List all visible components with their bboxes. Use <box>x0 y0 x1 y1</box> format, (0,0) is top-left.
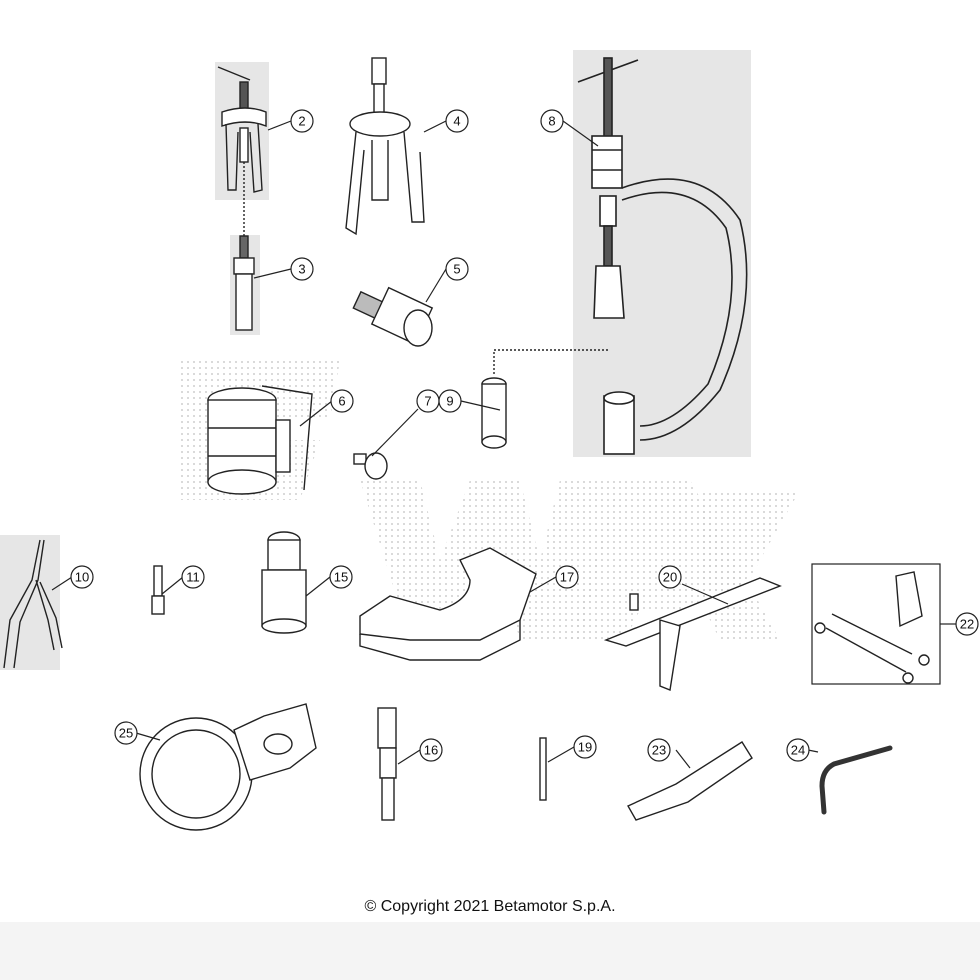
holder-20 <box>603 577 782 691</box>
footer-band <box>0 922 980 980</box>
svg-text:3: 3 <box>298 262 305 277</box>
callout-22: 22 <box>955 612 979 636</box>
svg-text:19: 19 <box>578 740 592 755</box>
callout-5: 5 <box>445 257 469 281</box>
backdrop-10 <box>0 535 60 670</box>
pin-11 <box>151 565 165 615</box>
callout-10: 10 <box>70 565 94 589</box>
svg-text:16: 16 <box>424 743 438 758</box>
callout-8: 8 <box>540 109 564 133</box>
puller-4 <box>345 57 425 236</box>
callout-23: 23 <box>647 738 671 762</box>
hex-key-24 <box>819 745 893 815</box>
callout-4: 4 <box>445 109 469 133</box>
kit-box-22 <box>811 563 941 685</box>
backdrop-8 <box>573 50 751 457</box>
kit-22 <box>814 571 930 684</box>
svg-text:20: 20 <box>663 570 677 585</box>
tool-16 <box>377 707 397 821</box>
callout-9: 9 <box>438 389 462 413</box>
svg-text:25: 25 <box>119 726 133 741</box>
plate-17 <box>359 547 537 661</box>
pin-7 <box>353 452 388 480</box>
ring-compressor-6 <box>207 385 313 495</box>
callout-19: 19 <box>573 735 597 759</box>
svg-text:8: 8 <box>548 114 555 129</box>
svg-text:7: 7 <box>424 394 431 409</box>
copyright-text: © Copyright 2021 Betamotor S.p.A. <box>364 898 616 915</box>
callout-11: 11 <box>181 565 205 589</box>
svg-text:10: 10 <box>75 570 89 585</box>
callout-25: 25 <box>114 721 138 745</box>
svg-text:4: 4 <box>453 114 460 129</box>
valve-spring-compressor-8 <box>577 57 748 455</box>
svg-text:22: 22 <box>960 617 974 632</box>
callout-20: 20 <box>658 565 682 589</box>
callout-24: 24 <box>786 738 810 762</box>
socket-15 <box>261 531 307 634</box>
svg-text:6: 6 <box>338 394 345 409</box>
adapter-3 <box>233 235 255 331</box>
wrench-25 <box>139 703 317 831</box>
callout-17: 17 <box>555 565 579 589</box>
svg-text:9: 9 <box>446 394 453 409</box>
svg-text:15: 15 <box>334 570 348 585</box>
callout-6: 6 <box>330 389 354 413</box>
pin-19 <box>539 737 547 801</box>
socket-5 <box>352 286 434 347</box>
callout-3: 3 <box>290 257 314 281</box>
leader-lines <box>51 120 956 769</box>
driver-23 <box>627 741 753 821</box>
callout-7: 7 <box>416 389 440 413</box>
svg-text:17: 17 <box>560 570 574 585</box>
callout-15: 15 <box>329 565 353 589</box>
svg-text:24: 24 <box>791 743 805 758</box>
svg-text:23: 23 <box>652 743 666 758</box>
svg-text:11: 11 <box>186 570 200 585</box>
callout-16: 16 <box>419 738 443 762</box>
svg-text:5: 5 <box>453 262 460 277</box>
callout-2: 2 <box>290 109 314 133</box>
pliers-10 <box>3 539 63 669</box>
adapter-9 <box>481 349 610 449</box>
puller-2 <box>217 66 267 236</box>
svg-text:2: 2 <box>298 114 305 129</box>
